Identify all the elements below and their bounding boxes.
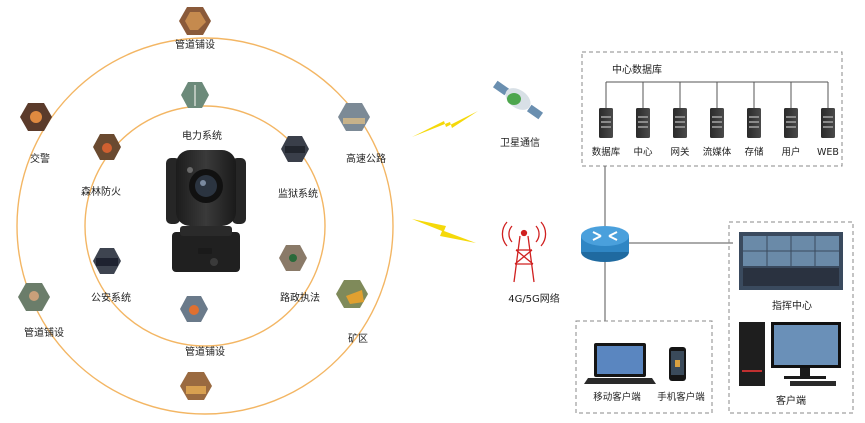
server-slot — [638, 121, 648, 123]
server-slot — [712, 126, 722, 128]
hex-outer-top — [179, 7, 211, 35]
lightning-satellite-icon — [412, 111, 478, 137]
server-slot — [786, 121, 796, 123]
label-client: 客户端 — [776, 394, 806, 407]
hex-inner-left-top — [93, 134, 121, 160]
mobile-box — [575, 320, 713, 414]
desktop-client-icon — [739, 322, 841, 386]
server-slot — [675, 116, 685, 118]
server-slot — [786, 116, 796, 118]
server-label: WEB — [817, 147, 839, 158]
satellite-icon — [492, 80, 544, 120]
outer-ring — [16, 37, 394, 415]
hex-outer-right-bottom — [336, 280, 368, 308]
label-outer-left-bottom: 管道铺设 — [24, 326, 64, 339]
video-wall-icon — [739, 232, 843, 290]
server-slot — [601, 116, 611, 118]
server-label: 网关 — [670, 146, 690, 158]
server-slot — [638, 116, 648, 118]
hex-outer-bottom — [180, 372, 212, 400]
server-slot — [601, 126, 611, 128]
hex-inner-right-top — [281, 136, 309, 162]
hex-outer-left-top — [20, 103, 52, 131]
hex-outer-left-bottom — [18, 283, 50, 311]
hex-inner-top — [181, 82, 209, 108]
laptop-icon — [584, 343, 656, 384]
server-slot — [749, 121, 759, 123]
server-slot — [638, 126, 648, 128]
server-label: 存储 — [744, 146, 764, 158]
phone-icon — [669, 347, 686, 381]
label-inner-top: 电力系统 — [182, 129, 222, 142]
command-box — [728, 221, 854, 414]
server-slot — [823, 116, 833, 118]
hex-outer-right-top — [338, 103, 370, 131]
label-cellular: 4G/5G网络 — [508, 292, 560, 305]
server-slot — [601, 121, 611, 123]
label-command-center: 指挥中心 — [772, 299, 812, 312]
inner-ring — [84, 105, 326, 347]
label-phone-client: 手机客户端 — [657, 391, 705, 403]
server-slot — [786, 126, 796, 128]
cell-tower-icon — [501, 221, 547, 283]
hex-inner-right-bottom — [279, 245, 307, 271]
server-slot — [712, 116, 722, 118]
server-slot — [675, 126, 685, 128]
ptz-camera-icon — [166, 150, 246, 272]
label-outer-left-top: 交警 — [30, 152, 50, 165]
label-inner-right-top: 监狱系统 — [278, 187, 318, 200]
server-slot — [823, 126, 833, 128]
label-inner-left-bottom: 公安系统 — [91, 291, 131, 304]
label-outer-right-top: 高速公路 — [346, 152, 386, 165]
server-slot — [749, 126, 759, 128]
server-label: 流媒体 — [703, 146, 732, 158]
hex-inner-bottom — [180, 296, 208, 322]
server-slot — [823, 121, 833, 123]
label-satellite: 卫星通信 — [500, 137, 540, 149]
server-slot — [675, 121, 685, 123]
hex-inner-left-bottom — [93, 248, 121, 274]
datacenter-title: 中心数据库 — [612, 63, 662, 76]
server-label: 中心 — [633, 146, 653, 158]
label-inner-bottom: 管道铺设 — [185, 345, 225, 358]
label-outer-top: 管道铺设 — [175, 38, 215, 51]
router-icon — [581, 226, 629, 262]
server-label: 数据库 — [592, 146, 621, 158]
label-mobile-client: 移动客户端 — [593, 391, 641, 403]
server-slot — [749, 116, 759, 118]
label-outer-right-bottom: 矿区 — [348, 332, 368, 345]
datacenter-box — [581, 51, 843, 167]
label-inner-right-bottom: 路政执法 — [280, 291, 320, 304]
lightning-cellular-icon — [412, 219, 476, 243]
server-slot — [712, 121, 722, 123]
server-label: 用户 — [781, 146, 800, 158]
label-inner-left-top: 森林防火 — [81, 185, 121, 198]
